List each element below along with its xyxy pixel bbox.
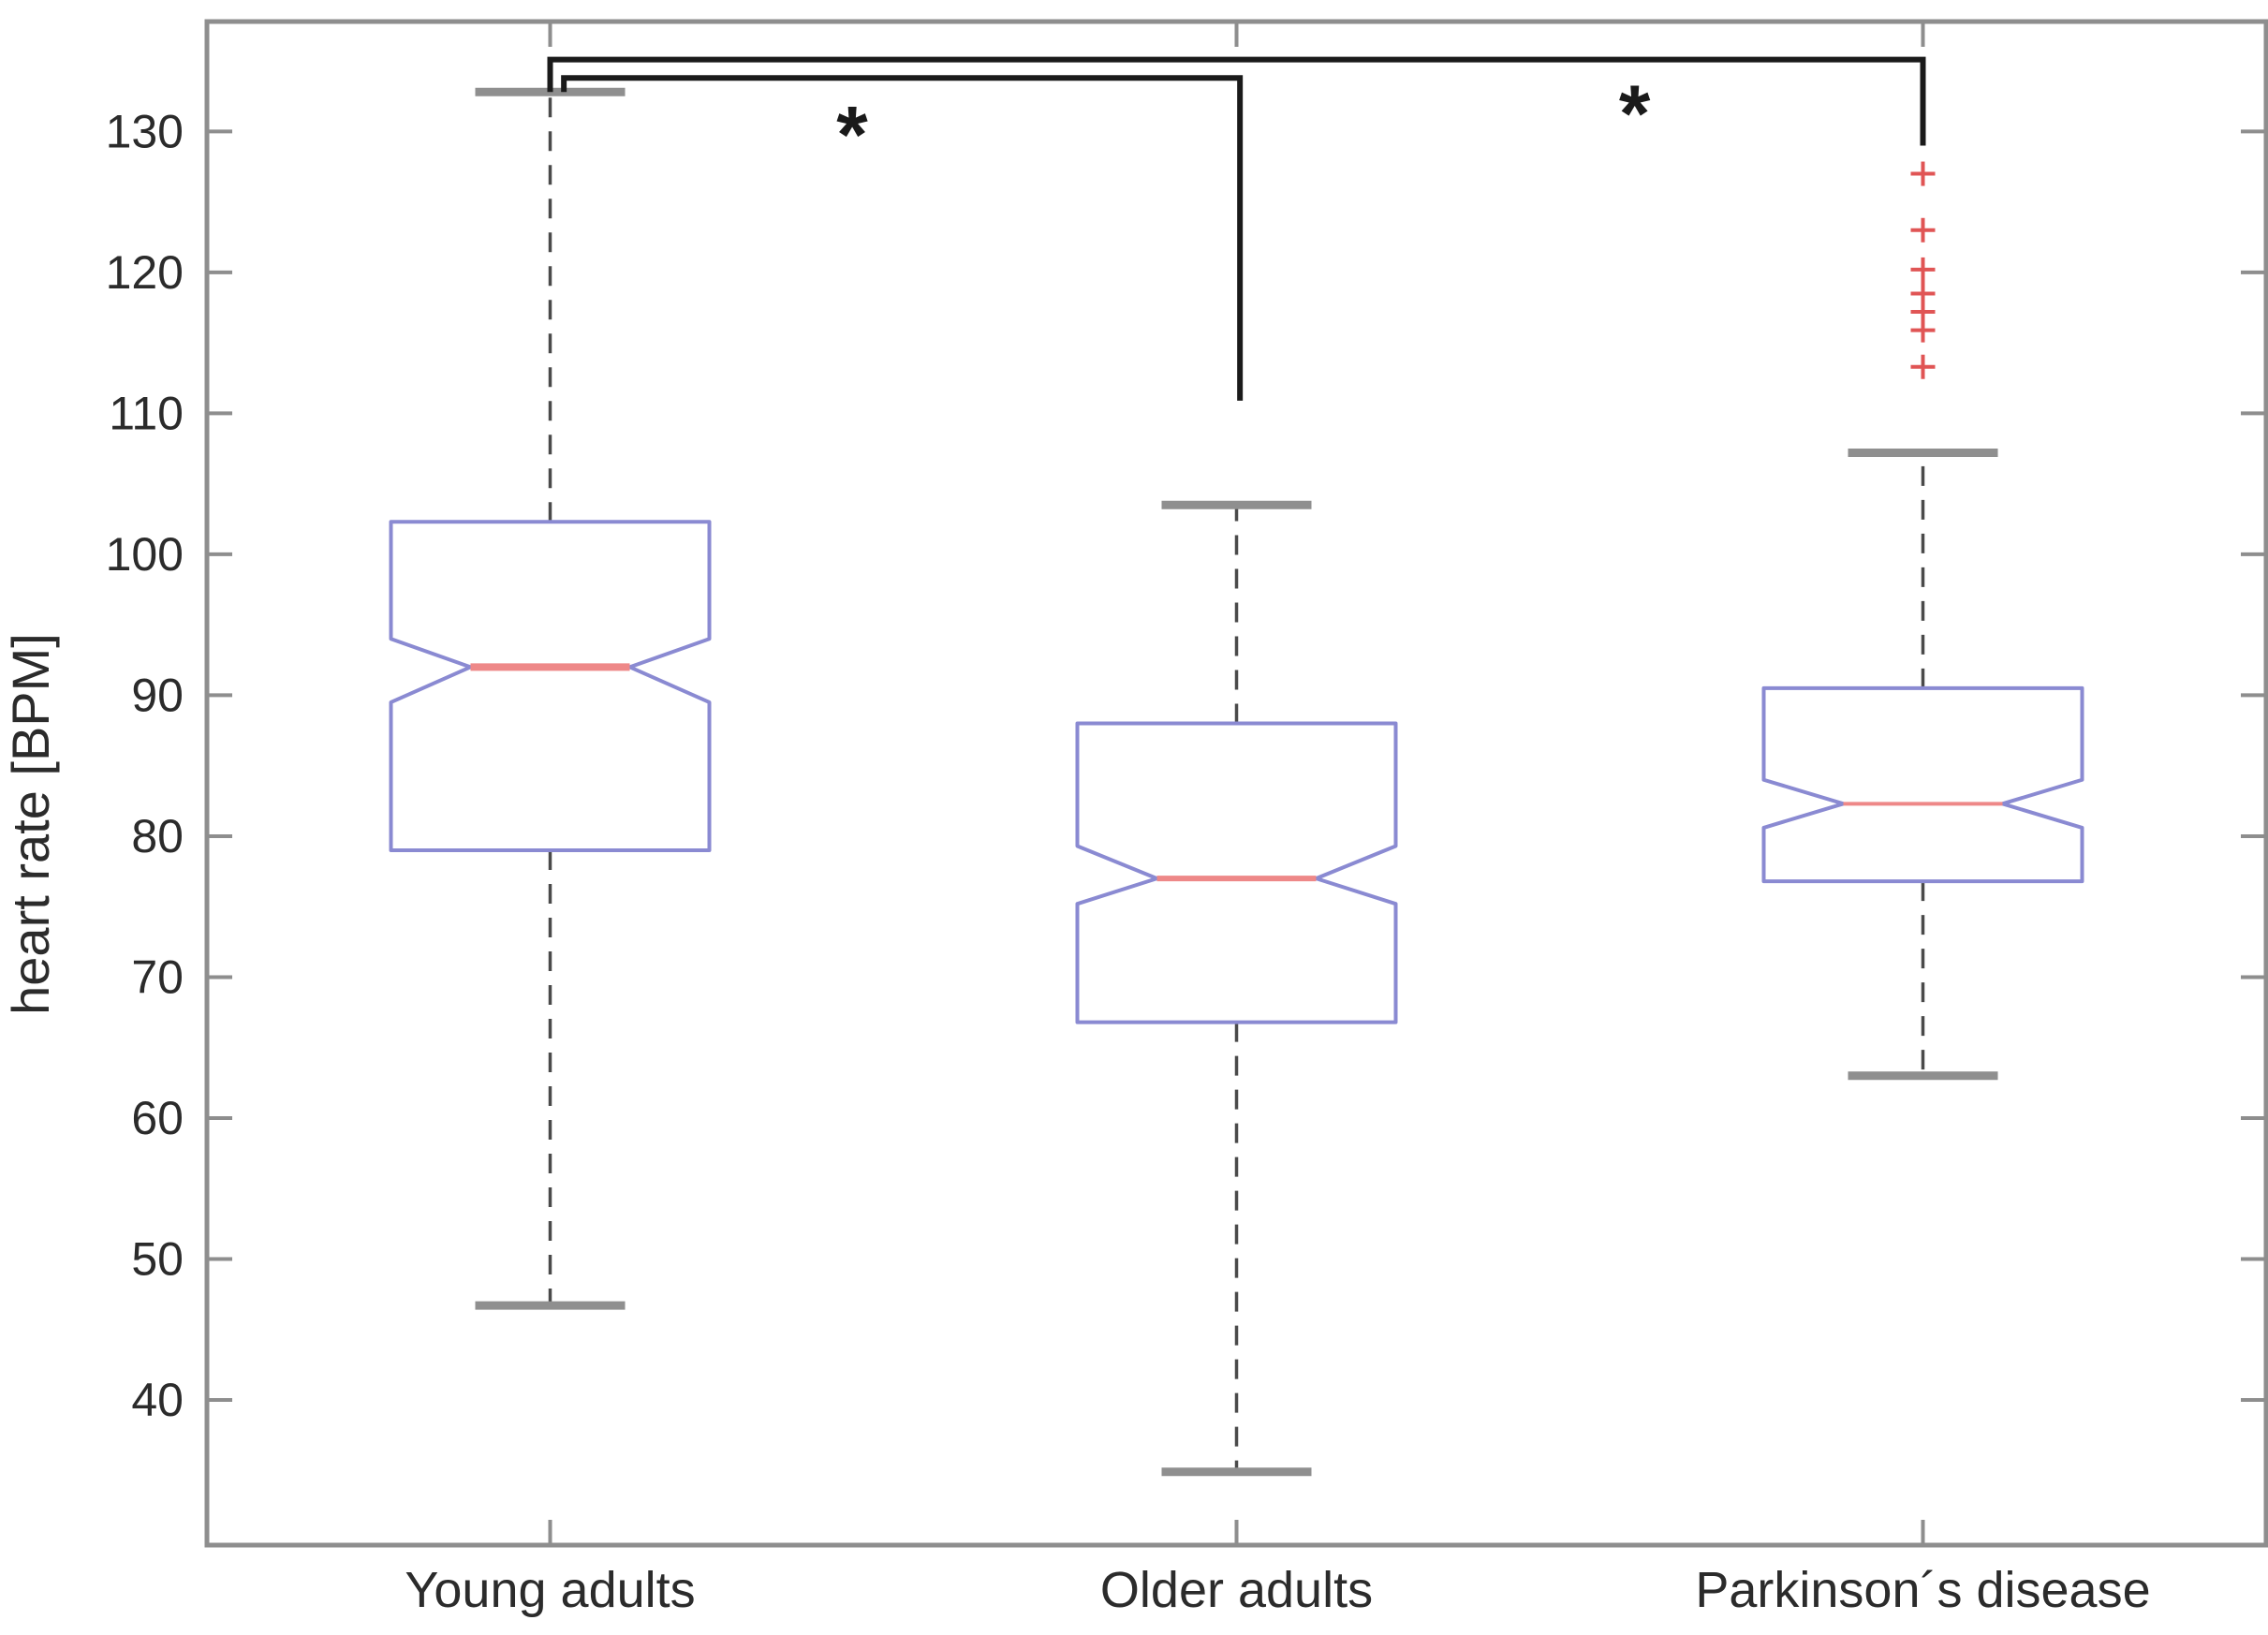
x-axis-label-young-adults: Young adults [405,1562,695,1618]
y-tick-label: 120 [106,246,184,299]
y-tick-label: 110 [109,387,184,439]
box-Young adults [389,520,712,852]
y-tick-label: 60 [131,1092,184,1144]
x-axis-label-parkinsons-disease: Parkinson´s disease [1695,1562,2150,1618]
y-tick-label: 80 [131,810,184,862]
box-Parkinson´s disease [1761,685,2084,884]
y-tick-label: 130 [106,105,184,157]
y-tick-label: 90 [131,669,184,721]
y-tick-label: 70 [131,950,184,1003]
significance-asterisk: * [836,90,868,180]
y-tick-label: 40 [131,1374,184,1426]
significance-asterisk: * [1619,69,1651,159]
y-axis-title: heart rate [BPM] [1,633,60,1015]
x-axis-label-older-adults: Older adults [1100,1562,1373,1618]
box-Older adults [1075,721,1398,1024]
y-tick-label: 100 [106,528,184,581]
chart-generated-layer: 40 50 60 70 80 90 100 110 120 130 * * [106,19,2268,1548]
y-tick-label: 50 [131,1232,184,1285]
